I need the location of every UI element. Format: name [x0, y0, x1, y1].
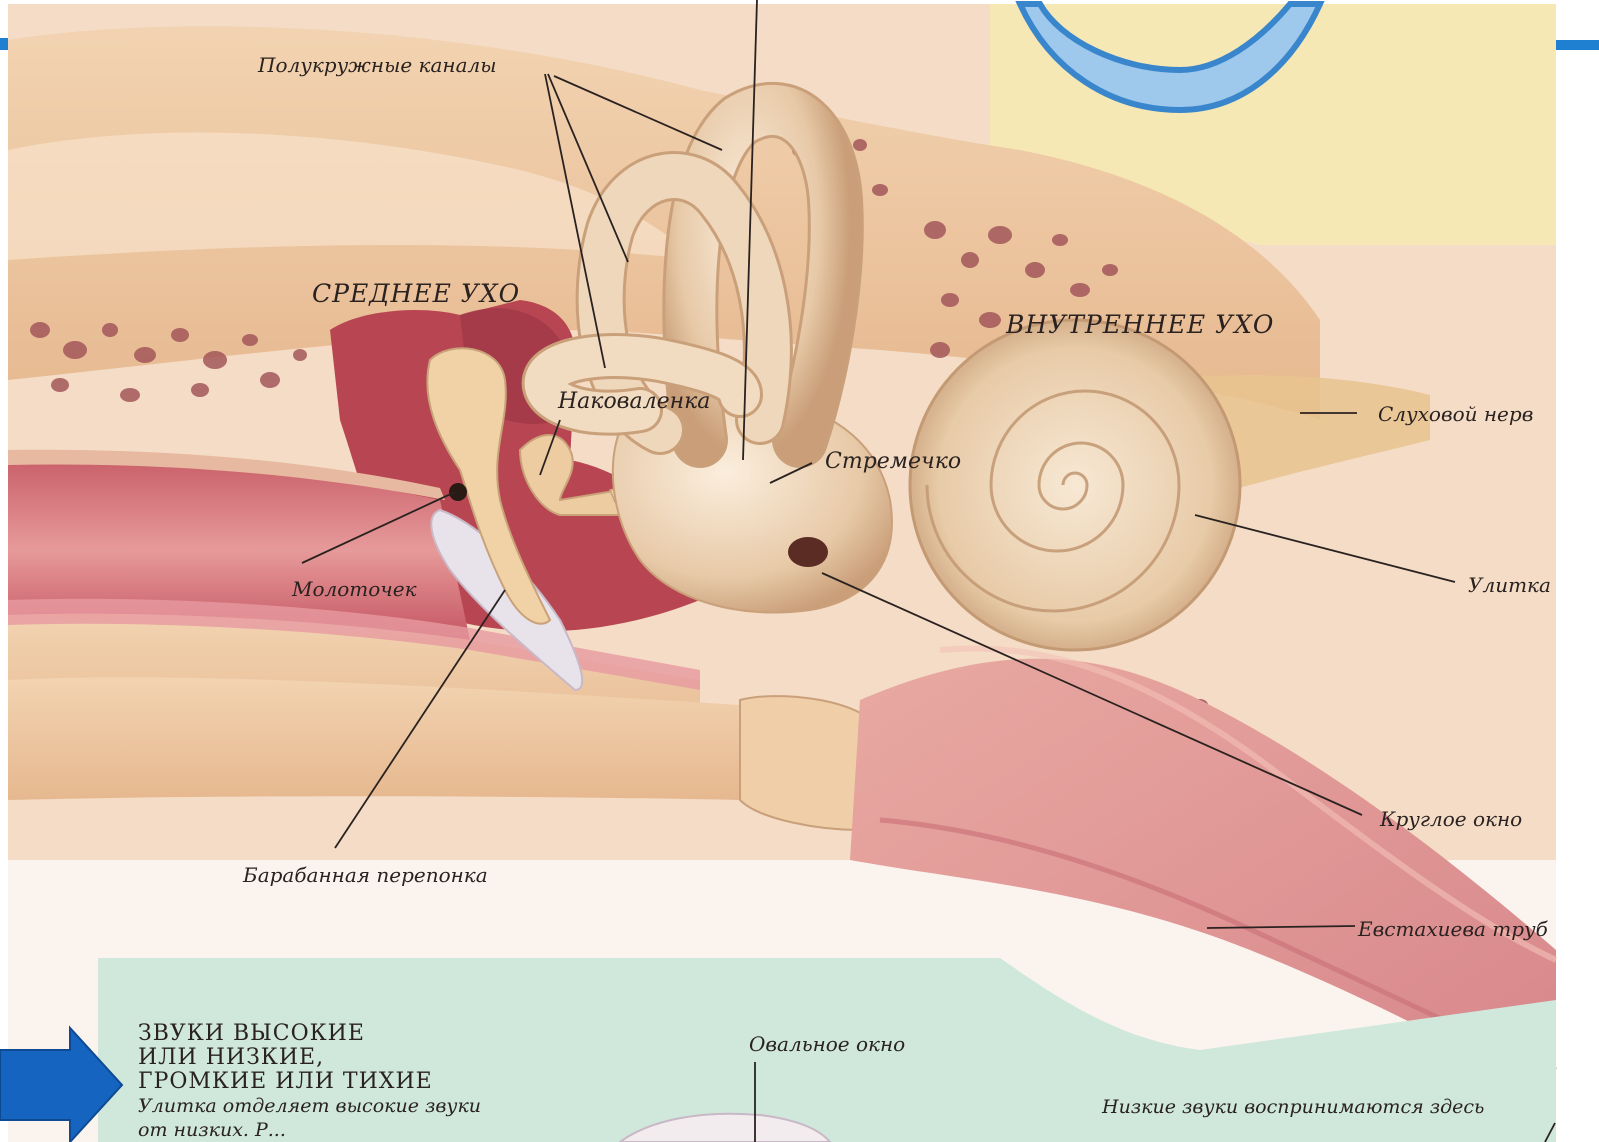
- caption-heading-line-2: ИЛИ НИЗКИЕ,: [138, 1046, 608, 1070]
- label-oval-window: Овальное окно: [749, 1032, 905, 1056]
- label-stapes: Стремечко: [825, 449, 961, 474]
- label-incus: Наковаленка: [558, 389, 710, 414]
- label-round-window: Круглое окно: [1380, 807, 1522, 831]
- label-auditory-nerve: Слуховой нерв: [1378, 402, 1533, 426]
- caption-heading-line-1: ЗВУКИ ВЫСОКИЕ: [138, 1022, 608, 1046]
- round-window: [788, 537, 828, 567]
- malleus-spot: [449, 483, 467, 501]
- top-left-frame: [0, 38, 8, 50]
- label-semicircular-canals: Полукружные каналы: [258, 53, 497, 77]
- label-eustachian-tube: Евстахиева труб: [1358, 917, 1548, 941]
- top-right-frame: [1556, 40, 1599, 50]
- caption-heading-line-3: ГРОМКИЕ ИЛИ ТИХИЕ: [138, 1070, 608, 1094]
- label-middle-ear: СРЕДНЕЕ УХО: [312, 279, 520, 308]
- label-eardrum: Барабанная перепонка: [243, 863, 488, 887]
- caption-body-line-1: Улитка отделяет высокие звуки: [138, 1094, 608, 1118]
- caption-body-line-2: от низких. Р...: [138, 1118, 608, 1142]
- label-cochlea: Улитка: [1468, 573, 1551, 597]
- caption-block: ЗВУКИ ВЫСОКИЕ ИЛИ НИЗКИЕ, ГРОМКИЕ ИЛИ ТИ…: [138, 1022, 608, 1142]
- label-malleus: Молоточек: [292, 577, 417, 601]
- label-inner-ear: ВНУТРЕННЕЕ УХО: [1006, 310, 1274, 339]
- label-low-sounds: Низкие звуки воспринимаются здесь: [1102, 1096, 1484, 1118]
- cochlea-shape: [910, 320, 1240, 650]
